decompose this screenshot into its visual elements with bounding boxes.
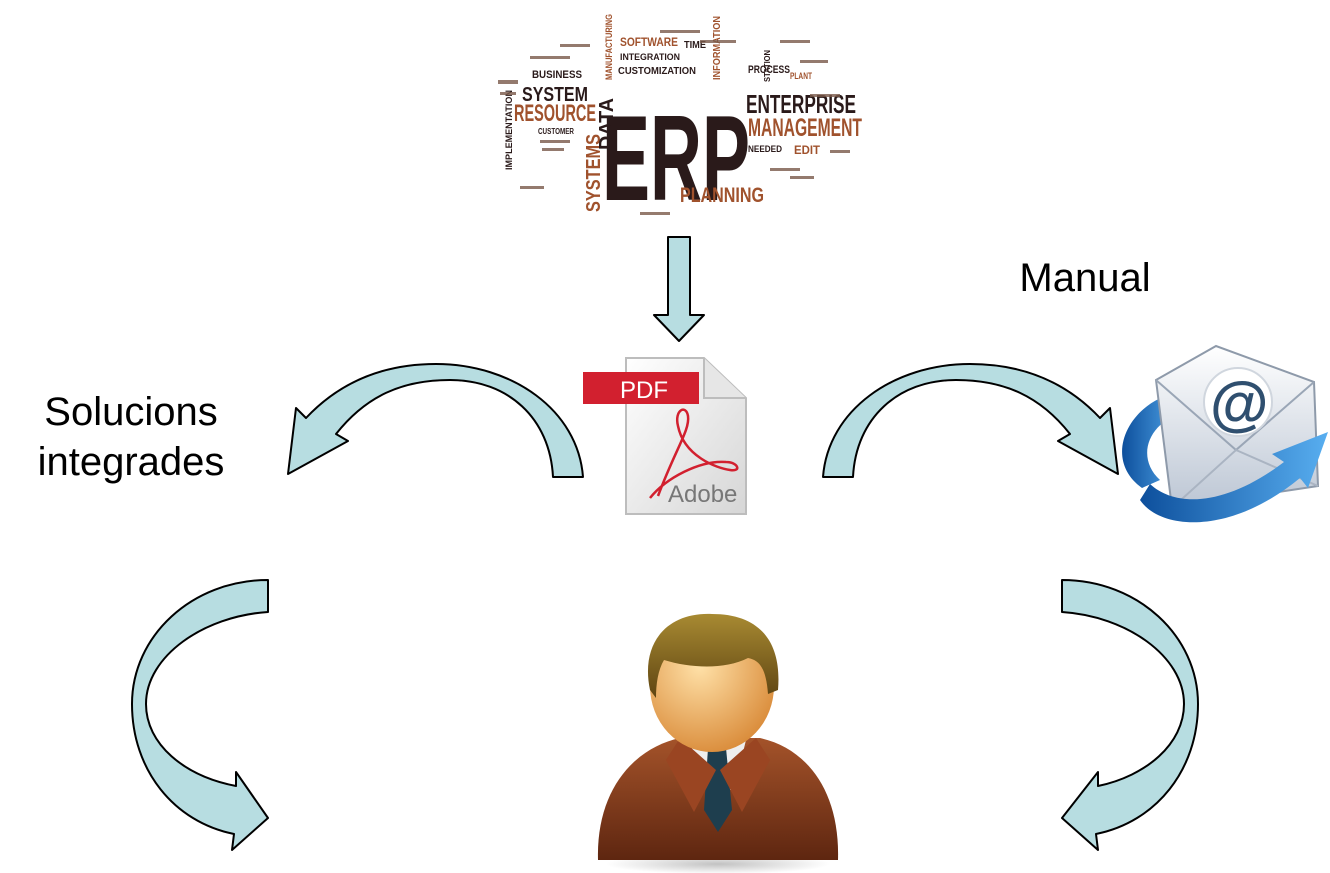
erp-word: INFORMATION (712, 16, 723, 80)
curved-arrow-upper-right (822, 363, 1119, 478)
erp-word: EDIT (794, 143, 821, 157)
erp-word-cloud: ERP ENTERPRISE MANAGEMENT RESOURCE SYSTE… (498, 14, 862, 226)
erp-word: DATA (596, 98, 618, 150)
solucions-integrades-label: Solucions integrades (10, 387, 252, 487)
erp-word: STATION (763, 50, 772, 82)
erp-word: SYSTEMS (583, 134, 605, 212)
pdf-document-icon: PDF Adobe (583, 357, 747, 515)
erp-word: CUSTOMER (538, 127, 574, 136)
svg-text:@: @ (1210, 370, 1269, 437)
down-arrow (653, 236, 705, 342)
erp-word: SYSTEM (522, 84, 588, 106)
erp-word: PLANT (790, 71, 812, 81)
erp-word-main: ERP (602, 90, 750, 226)
erp-word: SOFTWARE (620, 35, 678, 49)
erp-word: CUSTOMIZATION (618, 66, 696, 77)
curved-arrow-upper-left (287, 363, 584, 478)
pdf-brand-label: Adobe (668, 481, 737, 508)
erp-word: BUSINESS (532, 69, 582, 81)
person-avatar-icon (597, 613, 839, 873)
erp-word: PROCESS (748, 64, 790, 76)
curved-arrow-lower-left (131, 579, 269, 851)
pdf-tag-label: PDF (620, 377, 668, 404)
erp-word: RESOURCE (514, 100, 596, 127)
manual-label: Manual (1019, 256, 1151, 300)
erp-word: MANUFACTURING (604, 14, 614, 80)
solucions-label-line2: integrades (37, 440, 225, 484)
solucions-label-line1: Solucions (44, 390, 218, 434)
erp-word: IMPLEMENTATION (504, 90, 514, 170)
erp-word: PLANNING (680, 184, 764, 207)
email-envelope-icon: @ (1122, 344, 1328, 523)
curved-arrow-lower-right (1061, 579, 1199, 851)
erp-word: NEEDED (748, 144, 782, 154)
erp-word: MANAGEMENT (748, 114, 862, 142)
erp-word: INTEGRATION (620, 52, 680, 62)
erp-word: TIME (684, 40, 706, 51)
